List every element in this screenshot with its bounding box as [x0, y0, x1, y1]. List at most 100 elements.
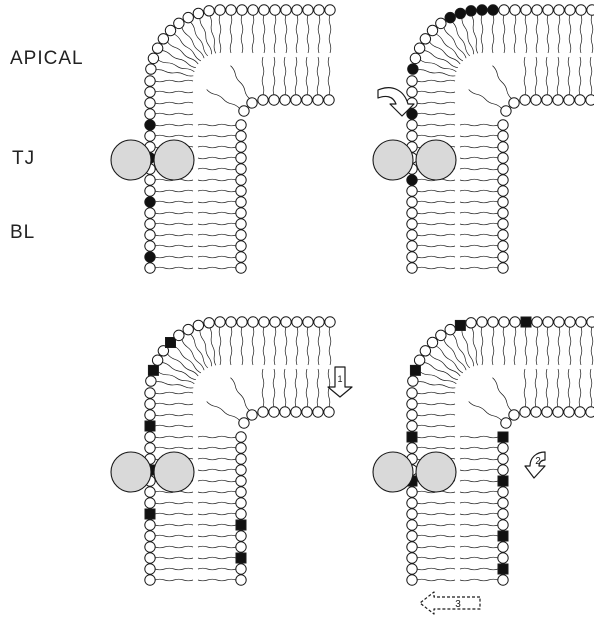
outer-lipid-head — [145, 443, 155, 453]
outer-lipid-head — [466, 318, 476, 328]
tight-junction-protein — [154, 452, 194, 492]
inner-lipid-head — [291, 407, 301, 417]
outer-lipid-head — [414, 43, 424, 53]
outer-lipid-head — [521, 317, 531, 327]
outer-lipid-head — [145, 498, 155, 508]
inner-lipid-head — [236, 120, 246, 130]
outer-lipid-head — [427, 337, 437, 347]
outer-lipid-head — [145, 76, 155, 86]
inner-lipid-head — [236, 142, 246, 152]
outer-lipid-head — [145, 520, 155, 530]
inner-lipid-head — [498, 564, 508, 574]
outer-lipid-head — [193, 320, 203, 330]
arrow-step-1-label: 1 — [337, 374, 342, 384]
inner-lipid-head — [236, 241, 246, 251]
arrow-step-2: 2 — [525, 452, 545, 478]
outer-lipid-head — [145, 553, 155, 563]
outer-lipid-head — [521, 5, 531, 15]
inner-lipid-head — [302, 95, 312, 105]
panel-flip-inward — [111, 317, 335, 585]
outer-lipid-head — [146, 64, 156, 74]
outer-lipid-head — [270, 5, 280, 15]
outer-lipid-head — [408, 64, 418, 74]
inner-lipid-head — [498, 164, 508, 174]
outer-lipid-head — [174, 18, 184, 28]
outer-lipid-head — [407, 443, 417, 453]
outer-lipid-head — [183, 324, 193, 334]
inner-lipid-head — [531, 407, 541, 417]
outer-lipid-head — [145, 175, 155, 185]
outer-lipid-head — [436, 330, 446, 340]
outer-lipid-head — [145, 432, 155, 442]
inner-lipid-head — [236, 175, 246, 185]
outer-lipid-head — [407, 131, 417, 141]
outer-lipid-head — [477, 317, 487, 327]
inner-lipid-head — [498, 186, 508, 196]
tight-junction-protein — [416, 452, 456, 492]
outer-lipid-head — [146, 376, 156, 386]
inner-lipid-head — [498, 219, 508, 229]
outer-lipid-head — [314, 317, 324, 327]
outer-lipid-head — [148, 365, 158, 375]
outer-lipid-head — [145, 197, 155, 207]
outer-lipid-head — [215, 5, 225, 15]
outer-lipid-head — [145, 564, 155, 574]
outer-lipid-head — [445, 324, 455, 334]
inner-lipid-head — [520, 95, 530, 105]
outer-lipid-head — [248, 317, 258, 327]
inner-lipid-head — [564, 95, 574, 105]
inner-lipid-head — [498, 263, 508, 273]
outer-lipid-head — [407, 410, 417, 420]
tight-junction-protein — [416, 140, 456, 180]
outer-lipid-head — [407, 509, 417, 519]
outer-lipid-head — [543, 317, 553, 327]
inner-lipid-head — [498, 465, 508, 475]
outer-lipid-head — [407, 263, 417, 273]
inner-lipid-head — [498, 252, 508, 262]
outer-lipid-head — [193, 8, 203, 18]
outer-lipid-head — [532, 317, 542, 327]
outer-lipid-head — [532, 5, 542, 15]
outer-lipid-head — [407, 175, 417, 185]
outer-lipid-head — [407, 520, 417, 530]
outer-lipid-head — [226, 5, 236, 15]
outer-lipid-head — [565, 317, 575, 327]
outer-lipid-head — [407, 120, 417, 130]
outer-lipid-head — [455, 8, 465, 18]
outer-lipid-head — [554, 317, 564, 327]
inner-lipid-head — [324, 407, 334, 417]
inner-lipid-head — [553, 407, 563, 417]
outer-lipid-head — [410, 53, 420, 63]
arrow-step-3-label: 3 — [455, 599, 461, 610]
inner-lipid-head — [280, 95, 290, 105]
outer-lipid-head — [204, 318, 214, 328]
outer-lipid-head — [145, 186, 155, 196]
inner-lipid-head — [269, 407, 279, 417]
inner-lipid-head — [586, 95, 594, 105]
inner-lipid-head — [247, 410, 257, 420]
outer-lipid-head — [314, 5, 324, 15]
outer-lipid-head — [292, 317, 302, 327]
inner-lipid-head — [236, 487, 246, 497]
outer-lipid-head — [166, 338, 176, 348]
arrow-step-3: 3 — [420, 592, 480, 614]
inner-lipid-head — [564, 407, 574, 417]
inner-lipid-head — [236, 219, 246, 229]
inner-lipid-head — [302, 407, 312, 417]
outer-lipid-head — [292, 5, 302, 15]
inner-lipid-head — [498, 208, 508, 218]
outer-lipid-head — [248, 5, 258, 15]
outer-lipid-head — [303, 5, 313, 15]
inner-lipid-head — [509, 410, 519, 420]
inner-lipid-head — [313, 95, 323, 105]
inner-lipid-head — [236, 208, 246, 218]
outer-lipid-head — [587, 5, 594, 15]
inner-lipid-head — [498, 498, 508, 508]
outer-lipid-head — [576, 317, 586, 327]
outer-lipid-head — [499, 317, 509, 327]
outer-lipid-head — [408, 376, 418, 386]
outer-lipid-head — [407, 219, 417, 229]
inner-lipid-head — [520, 407, 530, 417]
inner-lipid-head — [239, 106, 249, 116]
